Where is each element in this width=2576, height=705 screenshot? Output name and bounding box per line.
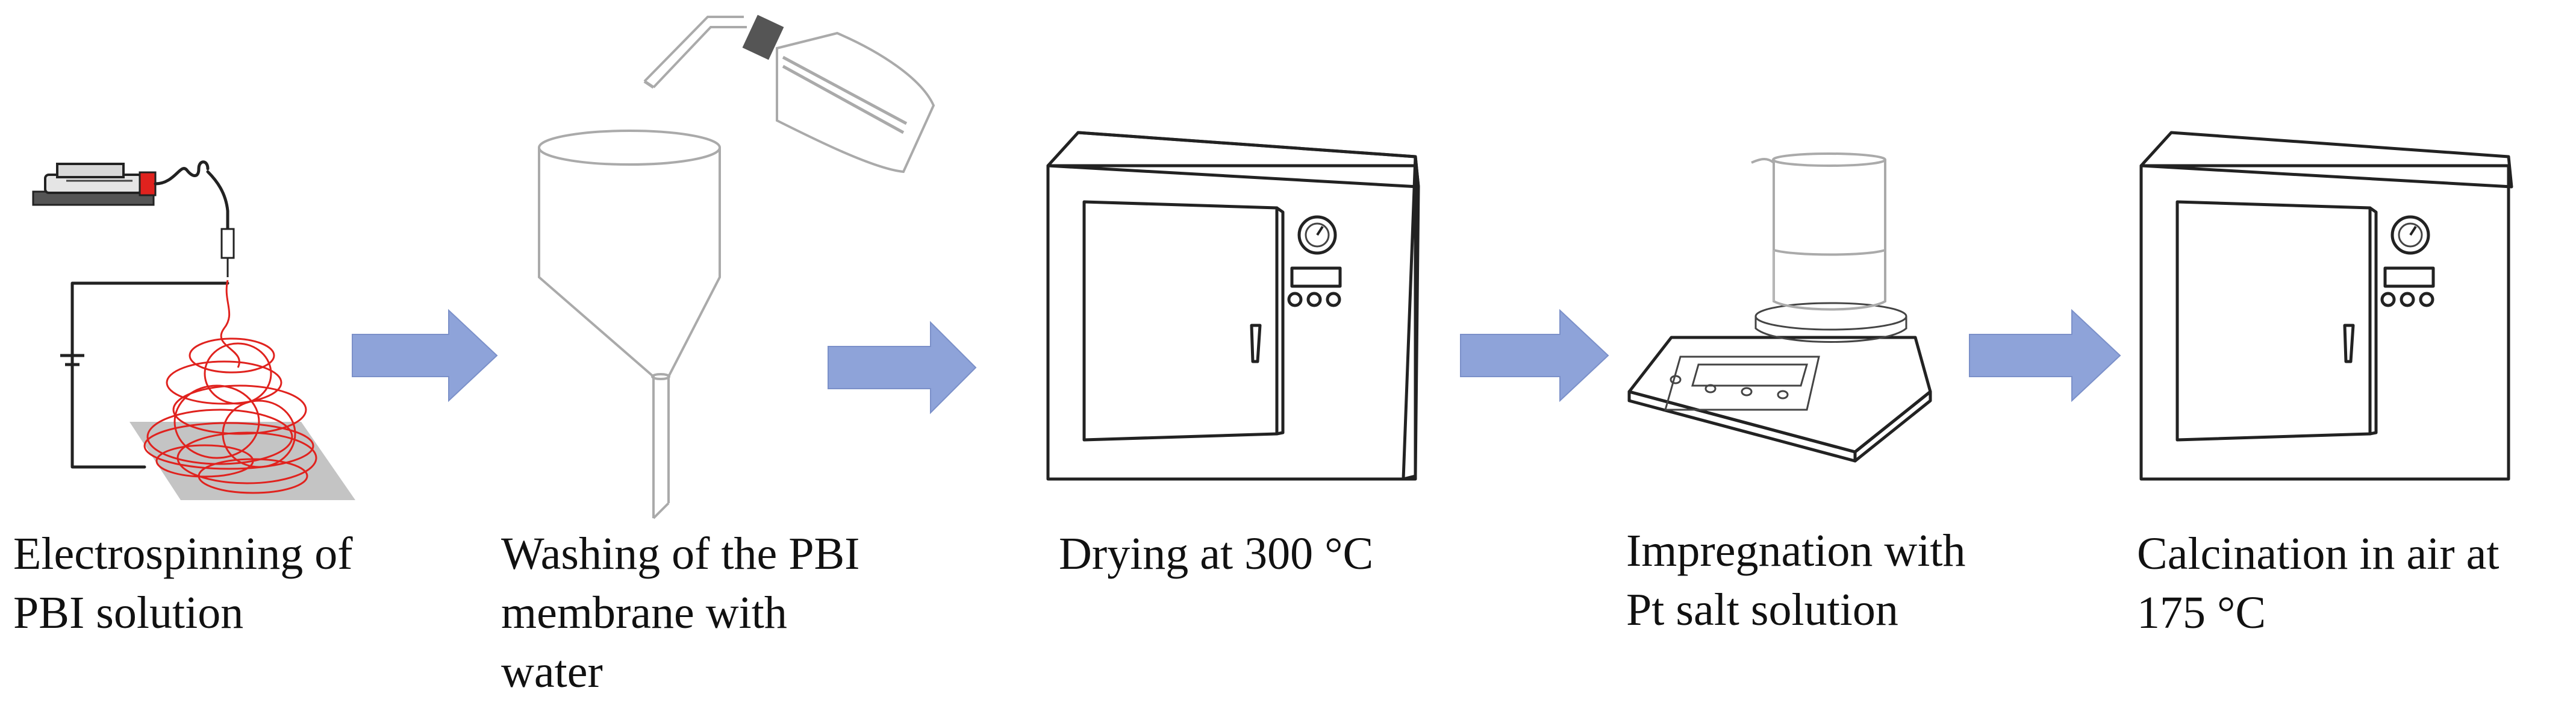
arrow-3 [1460, 309, 1609, 403]
caption-drying: Drying at 300 °C [1059, 524, 1373, 583]
gauge-dial-icon [1297, 215, 1337, 255]
caption-line: Pt salt solution [1626, 584, 1898, 635]
display-panel [1290, 266, 1342, 288]
funnel-icon [538, 130, 721, 519]
caption-line: membrane with [501, 588, 787, 638]
beaker-icon [1751, 152, 1886, 311]
caption-calcination: Calcination in air at 175 °C [2137, 524, 2499, 642]
electrospinning-setup [32, 160, 355, 500]
caption-line: Impregnation with [1626, 525, 1966, 576]
gauge-dial-icon [2390, 215, 2430, 255]
arrow-4 [1969, 309, 2121, 403]
caption-line: PBI solution [13, 588, 244, 638]
caption-line: Electrospinning of [13, 528, 353, 579]
polymer-fiber-jet [143, 280, 317, 494]
circuit-wire-icon [60, 281, 229, 469]
arrow-2 [828, 321, 977, 415]
caption-line: 175 °C [2137, 588, 2266, 638]
caption-line: Calcination in air at [2137, 528, 2500, 579]
caption-electrospinning: Electrospinning of PBI solution [13, 524, 353, 642]
caption-line: Drying at 300 °C [1059, 528, 1374, 579]
caption-line: Washing of the PBI [501, 528, 860, 579]
wash-bottle-icon [643, 14, 935, 174]
drying-oven-icon [1046, 131, 1420, 481]
arrow-1 [352, 309, 498, 403]
syringe-pump-icon [32, 160, 235, 277]
caption-impregnation: Impregnation with Pt salt solution [1626, 521, 1966, 639]
caption-washing: Washing of the PBI membrane with water [501, 524, 860, 701]
caption-line: water [501, 647, 603, 697]
display-panel [2383, 266, 2435, 288]
balance-scale-icon [1627, 302, 1932, 463]
calcination-oven-icon [2139, 131, 2513, 481]
